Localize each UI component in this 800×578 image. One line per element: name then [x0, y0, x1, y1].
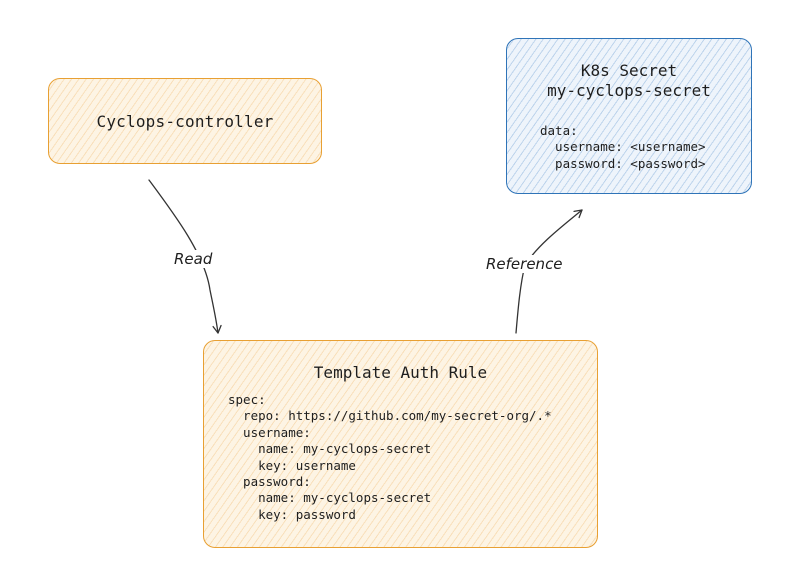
secret-title-line1: K8s Secret — [580, 61, 678, 80]
controller-title: Cyclops-controller — [96, 111, 274, 131]
rule-spec-code: spec: repo: https://github.com/my-secret… — [228, 392, 552, 522]
read-edge-label: Read — [172, 250, 215, 268]
k8s-secret-node: K8s Secret my-cyclops-secret data: usern… — [506, 38, 752, 194]
reference-edge-label: Reference — [484, 255, 565, 273]
template-auth-rule-node: Template Auth Rule spec: repo: https://g… — [203, 340, 598, 548]
rule-title: Template Auth Rule — [313, 363, 488, 382]
read-arrow — [148, 179, 222, 334]
cyclops-controller-node: Cyclops-controller — [48, 78, 322, 164]
secret-data-code: data: username: <username> password: <pa… — [540, 123, 706, 171]
secret-title-line2: my-cyclops-secret — [547, 81, 711, 100]
